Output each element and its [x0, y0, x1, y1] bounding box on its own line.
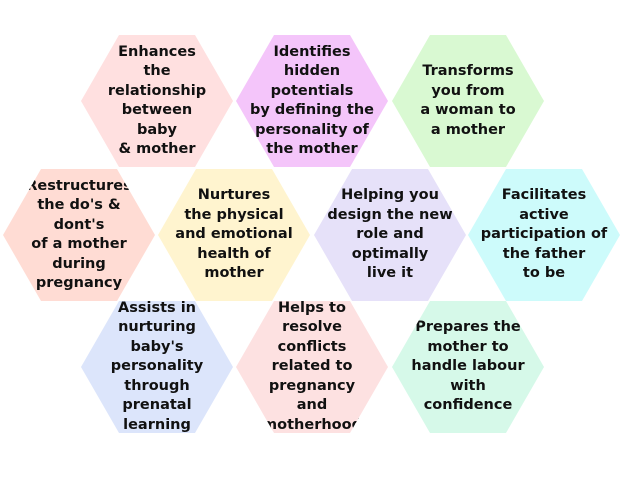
- hexagon-prenatal-learning: Assists in nurturing baby's personality …: [81, 301, 233, 433]
- hexagon-label: Identifies hidden potentials by defining…: [250, 43, 374, 158]
- hexagon-label: Helping you design the new role and opti…: [327, 187, 453, 282]
- hexagon-label: Restructures the do's & dont's of a moth…: [26, 177, 132, 292]
- hexagon-label: Assists in nurturing baby's personality …: [110, 299, 204, 433]
- hexagon-design-new-role: Helping you design the new role and opti…: [314, 169, 466, 301]
- hexagon-transforms-woman: Transforms you from a woman to a mother: [392, 35, 544, 167]
- hexagon-resolve-conflicts: Helps to resolve conflicts related to pr…: [236, 301, 388, 433]
- hexagon-identifies-potentials: Identifies hidden potentials by defining…: [236, 35, 388, 167]
- hexagon-enhances-relationship: Enhances the relationship between baby &…: [81, 35, 233, 167]
- hexagon-label: Transforms you from a woman to a mother: [420, 63, 516, 138]
- hexagon-label: Helps to resolve conflicts related to pr…: [262, 299, 362, 433]
- hexagon-restructures-dos-donts: Restructures the do's & dont's of a moth…: [3, 169, 155, 301]
- hexagon-prepares-labour: Prepares the mother to handle labour wit…: [392, 301, 544, 433]
- hexagon-label: Prepares the mother to handle labour wit…: [411, 319, 525, 414]
- hexagon-label: Nurtures the physical and emotional heal…: [175, 187, 293, 282]
- hexagon-label: Enhances the relationship between baby &…: [107, 43, 207, 158]
- hexagon-label: Facilitates active participation of the …: [480, 187, 608, 282]
- hexagon-nurtures-health: Nurtures the physical and emotional heal…: [158, 169, 310, 301]
- hexagon-father-participation: Facilitates active participation of the …: [468, 169, 620, 301]
